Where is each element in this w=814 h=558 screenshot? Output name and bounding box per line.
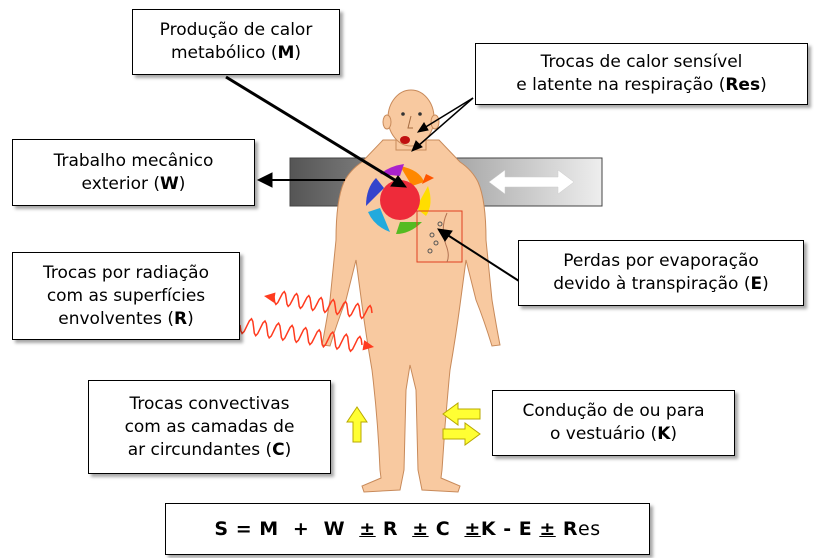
- label-line: ar circundantes (C): [89, 439, 330, 462]
- label-line: e latente na respiração (Res): [476, 74, 807, 97]
- label-line: Trocas por radiação: [42, 262, 209, 283]
- radiation-arrowhead: [362, 340, 374, 351]
- eq-symbol: W: [323, 517, 346, 540]
- eq-symbol: K: [480, 517, 497, 540]
- label-text: o vestuário (: [549, 424, 658, 444]
- sweat-drop: [429, 232, 435, 238]
- label-line: metabólico (M): [133, 42, 339, 65]
- arrow-metabolic: [225, 75, 399, 184]
- eq-symbol: ±: [539, 517, 556, 540]
- mouth: [400, 136, 410, 144]
- heart: [380, 180, 420, 220]
- eq-symbol: R: [562, 517, 579, 540]
- label-text: ): [670, 424, 678, 444]
- convection-up-arrow: [346, 406, 368, 443]
- conduction-right-arrow: [442, 422, 481, 446]
- eq-symbol: es: [578, 517, 601, 540]
- label-line: envolventes (R): [13, 308, 239, 331]
- eq-symbol: ±: [359, 517, 376, 540]
- label-text: ): [760, 75, 767, 95]
- label-key: W: [160, 173, 179, 194]
- label-text: ): [762, 274, 769, 294]
- label-convection: Trocas convectivas com as camadas de ar …: [88, 380, 331, 474]
- nose: [407, 115, 413, 129]
- label-key: C: [272, 439, 285, 460]
- label-text: ): [294, 43, 302, 63]
- label-line: com as camadas de: [124, 416, 295, 437]
- radiation-wave-lower: [239, 317, 363, 353]
- label-evaporation: Perdas por evaporação devido à transpira…: [518, 240, 804, 306]
- eye-left: [401, 112, 405, 116]
- radiation-wave-upper: [273, 290, 373, 320]
- eq-symbol: ±: [464, 517, 481, 540]
- heat-balance-equation: S = M + W ± R ± C ±K - E ± Res: [165, 503, 650, 555]
- label-text: ar circundantes (: [127, 439, 273, 460]
- label-line: Condução de ou para: [522, 401, 705, 421]
- label-line: Trocas de calor sensível: [540, 52, 743, 72]
- eq-symbol: E: [518, 517, 533, 540]
- eq-symbol: C: [435, 517, 451, 540]
- radiation-arrowhead: [264, 292, 276, 303]
- eq-symbol: -: [503, 517, 512, 540]
- arrow-respiration-2: [417, 97, 474, 147]
- label-text: envolventes (: [58, 308, 174, 329]
- label-radiation: Trocas por radiação com as superfícies e…: [12, 252, 240, 340]
- label-line: com as superfícies: [46, 285, 206, 306]
- eye-right: [418, 112, 422, 116]
- label-key: Res: [725, 75, 761, 95]
- ear-left: [382, 114, 392, 130]
- human-body: [321, 89, 501, 493]
- label-text: exterior (: [81, 173, 161, 194]
- pointer-arrows: [225, 75, 520, 282]
- label-line: Trabalho mecânico: [53, 150, 214, 171]
- label-key: E: [750, 274, 763, 294]
- label-text: ): [187, 308, 194, 329]
- label-line: Trocas convectivas: [129, 393, 290, 414]
- eq-symbol: S: [214, 517, 229, 540]
- label-text: ): [284, 439, 292, 460]
- eq-symbol: R: [382, 517, 398, 540]
- label-key: R: [174, 308, 188, 329]
- label-respiration: Trocas de calor sensível e latente na re…: [475, 43, 808, 105]
- eq-symbol: +: [292, 517, 310, 540]
- skin-contour: [442, 212, 449, 263]
- double-arrow-icon: [488, 169, 575, 195]
- skin-detail-box: [416, 210, 463, 263]
- label-conduction: Condução de ou para o vestuário (K): [492, 390, 735, 456]
- sweat-drop: [433, 240, 439, 246]
- label-text: ): [178, 173, 186, 194]
- eq-symbol: =: [235, 517, 253, 540]
- radiation-waves: [239, 290, 374, 353]
- label-line: devido à transpiração (E): [519, 273, 803, 296]
- label-work: Trabalho mecânico exterior (W): [12, 139, 255, 206]
- eq-symbol: M: [259, 517, 279, 540]
- label-key: K: [657, 424, 671, 444]
- label-key: M: [277, 43, 295, 63]
- arrow-respiration-1: [423, 97, 474, 129]
- sweat-drop: [437, 221, 443, 227]
- sweat-drop: [427, 248, 433, 254]
- label-text: e latente na respiração (: [516, 75, 726, 95]
- conduction-left-arrow: [442, 402, 481, 426]
- label-text: devido à transpiração (: [553, 274, 751, 294]
- metabolism-swirl: [366, 164, 434, 234]
- body-outline: [321, 139, 501, 493]
- label-metabolic: Produção de calor metabólico (M): [132, 9, 340, 75]
- equation-line: S = M + W ± R ± C ±K - E ± Res: [166, 518, 649, 541]
- label-line: exterior (W): [13, 173, 254, 196]
- eq-symbol: ±: [412, 517, 429, 540]
- arrow-evaporation: [445, 233, 520, 282]
- label-line: o vestuário (K): [493, 423, 734, 446]
- label-text: metabólico (: [170, 43, 278, 63]
- convection-arrows: [346, 402, 481, 446]
- label-line: Perdas por evaporação: [563, 251, 759, 271]
- label-line: Produção de calor: [159, 20, 313, 40]
